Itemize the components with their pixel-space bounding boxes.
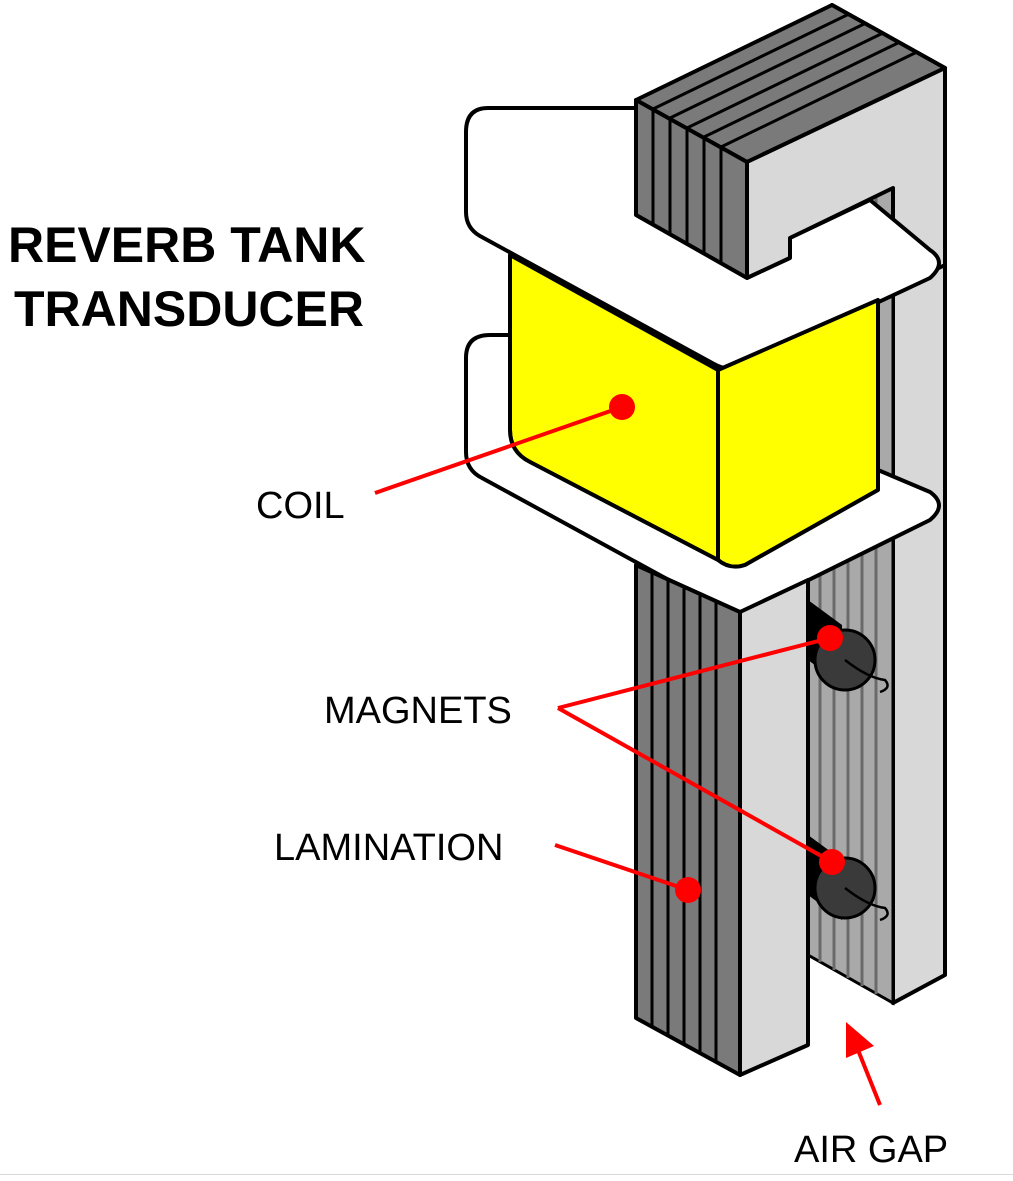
coil-marker-dot	[609, 394, 635, 420]
magnet-upper-marker-dot	[817, 625, 843, 651]
title-line-2: TRANSDUCER	[14, 281, 364, 337]
lower-bobbin-flange	[464, 333, 941, 615]
air-gap-label: AIR GAP	[794, 1129, 948, 1171]
bottom-divider	[0, 1174, 1013, 1175]
title-line-1: REVERB TANK	[8, 217, 365, 273]
front-core-leg	[634, 563, 810, 1077]
coil-label: COIL	[256, 485, 345, 527]
air-gap-callout	[846, 1022, 882, 1106]
lamination-callout	[554, 843, 701, 903]
coil-callout	[374, 394, 635, 495]
magnets-callout	[557, 625, 845, 875]
magnets-label: MAGNETS	[324, 690, 512, 732]
air-gap-arrowhead	[846, 1022, 874, 1058]
lamination-label: LAMINATION	[274, 827, 503, 869]
magnet-lower-marker-dot	[819, 849, 845, 875]
lamination-marker-dot	[675, 877, 701, 903]
